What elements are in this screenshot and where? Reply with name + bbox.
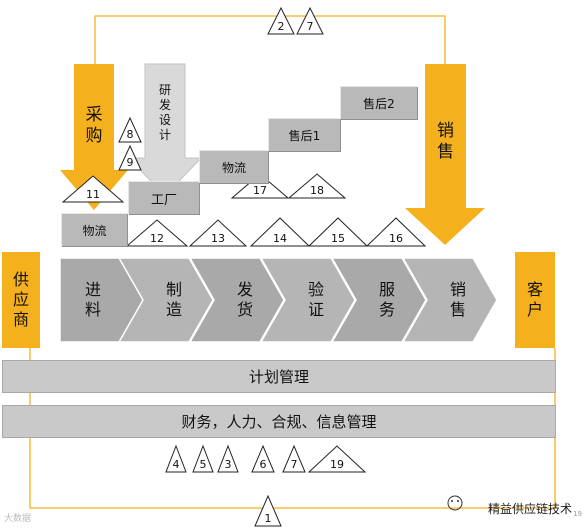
triangle-5 — [192, 444, 214, 473]
procurement-label: 采购 — [85, 104, 103, 146]
chevron-label-5: 服务 — [379, 280, 396, 319]
triangle-top-7 — [296, 6, 324, 35]
rnd-label: 研发设计 — [159, 83, 172, 142]
triangle-17-label: 17 — [253, 184, 267, 197]
chevron-3 — [188, 257, 285, 343]
triangle-6-label: 6 — [260, 458, 267, 471]
chevron-2 — [117, 257, 214, 343]
triangle-5-label: 5 — [200, 458, 207, 471]
triangle-8-label: 8 — [127, 128, 134, 141]
brand-name: 精益供应链技术 — [487, 502, 572, 516]
triangle-8 — [118, 116, 142, 143]
triangle-17 — [230, 173, 290, 199]
stair-after-sales-2: 售后2 — [340, 86, 417, 119]
triangle-top-7-label: 7 — [307, 20, 314, 33]
chevron-label-2: 制造 — [166, 280, 183, 319]
chevron-label-6: 销售 — [450, 280, 467, 319]
triangle-9-label: 9 — [127, 156, 134, 169]
supplier-box: 供应商 — [2, 252, 40, 348]
triangle-1 — [254, 494, 282, 527]
triangle-13 — [188, 219, 248, 247]
triangle-markers: 278911171812131415161045367191 — [61, 6, 427, 527]
triangle-18 — [287, 173, 347, 199]
procurement-arrow — [60, 64, 128, 210]
management-label: 财务，人力、合规、信息管理 — [181, 413, 377, 431]
top-loop-line — [94, 15, 446, 68]
planning-bar: 计划管理 — [2, 360, 556, 393]
triangle-3 — [217, 444, 239, 473]
triangle-16 — [365, 217, 427, 247]
triangle-4-label: 4 — [173, 458, 180, 471]
chevron-label-1: 进料 — [84, 280, 101, 319]
stair-logistics-out: 物流 — [199, 150, 268, 183]
triangle-11-label: 11 — [86, 188, 100, 201]
stair-factory: 工厂 — [128, 181, 199, 214]
triangle-14 — [249, 217, 311, 247]
customer-box: 客户 — [515, 252, 555, 348]
triangle-19 — [307, 445, 367, 473]
triangle-16-label: 16 — [389, 232, 403, 245]
triangle-3-label: 3 — [225, 458, 232, 471]
watermark: 大数据 — [4, 514, 32, 524]
triangle-14-label: 14 — [273, 232, 287, 245]
triangle-4 — [165, 444, 187, 473]
process-chevrons — [59, 257, 498, 343]
triangle-9 — [118, 144, 142, 171]
triangle-7-bottom-label: 7 — [291, 458, 298, 471]
triangle-6 — [251, 444, 275, 473]
triangle-7-bottom — [282, 444, 306, 473]
triangle-top-2 — [267, 6, 295, 35]
chevron-5 — [330, 257, 427, 343]
triangle-top-2-label: 2 — [278, 20, 285, 33]
brand: 精益供应链技术 — [470, 500, 572, 517]
page-number: 19 — [573, 510, 582, 518]
sales-arrow — [405, 64, 485, 245]
sales-arrow-label: 销售 — [437, 120, 454, 162]
triangle-15-label: 15 — [331, 232, 345, 245]
rnd-arrow — [127, 63, 203, 197]
stair-logistics-in: 物流 — [61, 213, 127, 246]
management-bar: 财务，人力、合规、信息管理 — [2, 405, 556, 438]
triangle-12-label: 12 — [150, 232, 164, 245]
triangle-18-label: 18 — [310, 184, 324, 197]
chevron-6 — [401, 257, 498, 343]
brand-icon — [447, 495, 463, 511]
triangle-15 — [307, 217, 369, 247]
triangle-12 — [125, 219, 189, 247]
triangle-19-label: 19 — [330, 458, 344, 471]
planning-label: 计划管理 — [248, 368, 309, 386]
chevron-label-3: 发货 — [237, 280, 254, 319]
triangle-1-label: 1 — [265, 512, 272, 525]
chevron-label-4: 验证 — [308, 280, 325, 319]
triangle-13-label: 13 — [211, 232, 225, 245]
chevron-4 — [259, 257, 356, 343]
triangle-11 — [61, 175, 125, 203]
stair-after-sales-1: 售后1 — [268, 118, 340, 151]
